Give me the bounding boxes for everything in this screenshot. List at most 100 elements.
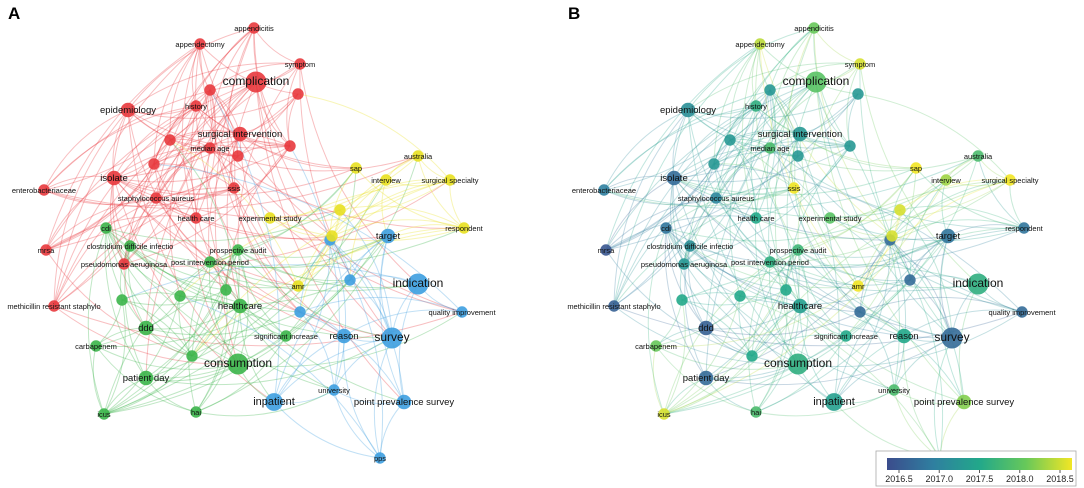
node-reason[interactable] [336, 328, 352, 344]
node-unlabeled[interactable] [852, 88, 864, 100]
node-ssis[interactable] [228, 182, 240, 194]
node-unlabeled[interactable] [174, 290, 186, 302]
node-healthcare[interactable] [232, 298, 248, 314]
node-icus[interactable] [658, 408, 670, 420]
node-methicillin-resistant-staphylo[interactable] [608, 300, 620, 312]
node-unlabeled[interactable] [676, 294, 688, 306]
node-isolate[interactable] [666, 170, 682, 186]
node-staphylococcus-aureus[interactable] [150, 192, 162, 204]
node-pseudomonas-aeruginosa[interactable] [678, 258, 690, 270]
node-patient-day[interactable] [138, 370, 154, 386]
node-point-prevalence-survey[interactable] [396, 394, 412, 410]
node-surgical-intervention[interactable] [792, 126, 808, 142]
node-isolate[interactable] [106, 170, 122, 186]
node-unlabeled[interactable] [764, 84, 776, 96]
node-point-prevalence-survey[interactable] [956, 394, 972, 410]
node-appendectomy[interactable] [754, 38, 766, 50]
node-unlabeled[interactable] [334, 204, 346, 216]
node-appendicitis[interactable] [248, 22, 260, 34]
node-post-intervention-period[interactable] [204, 256, 216, 268]
node-ssis[interactable] [788, 182, 800, 194]
node-unlabeled[interactable] [780, 284, 792, 296]
node-unlabeled[interactable] [844, 140, 856, 152]
node-amr[interactable] [292, 280, 304, 292]
node-quality-improvement[interactable] [1016, 306, 1028, 318]
node-university[interactable] [888, 384, 900, 396]
node-indication[interactable] [967, 273, 989, 295]
node-icus[interactable] [98, 408, 110, 420]
node-indication[interactable] [407, 273, 429, 295]
node-unlabeled[interactable] [344, 274, 356, 286]
node-methicillin-resistant-staphylo[interactable] [48, 300, 60, 312]
node-history[interactable] [190, 100, 202, 112]
node-unlabeled[interactable] [746, 350, 758, 362]
node-unlabeled[interactable] [164, 134, 176, 146]
node-inpatient[interactable] [265, 393, 283, 411]
node-healthcare[interactable] [792, 298, 808, 314]
node-experimental-study[interactable] [264, 212, 276, 224]
node-pseudomonas-aeruginosa[interactable] [118, 258, 130, 270]
node-unlabeled[interactable] [204, 84, 216, 96]
node-target[interactable] [380, 228, 396, 244]
node-respondent[interactable] [1018, 222, 1030, 234]
node-reason[interactable] [896, 328, 912, 344]
node-symptom[interactable] [854, 58, 866, 70]
node-sap[interactable] [910, 162, 922, 174]
node-health-care[interactable] [190, 212, 202, 224]
node-prospective-audit[interactable] [232, 244, 244, 256]
node-interview[interactable] [940, 174, 952, 186]
node-significant-increase[interactable] [280, 330, 292, 342]
node-ddd[interactable] [138, 320, 154, 336]
node-survey[interactable] [941, 327, 963, 349]
node-hai[interactable] [750, 406, 762, 418]
node-hai[interactable] [190, 406, 202, 418]
node-surgical-intervention[interactable] [232, 126, 248, 142]
node-unlabeled[interactable] [116, 294, 128, 306]
node-patient-day[interactable] [698, 370, 714, 386]
node-unlabeled[interactable] [148, 158, 160, 170]
node-amr[interactable] [852, 280, 864, 292]
node-significant-increase[interactable] [840, 330, 852, 342]
node-respondent[interactable] [458, 222, 470, 234]
node-mrsa[interactable] [40, 244, 52, 256]
node-enterobacteriaceae[interactable] [598, 184, 610, 196]
node-unlabeled[interactable] [708, 158, 720, 170]
node-unlabeled[interactable] [284, 140, 296, 152]
node-unlabeled[interactable] [792, 150, 804, 162]
node-unlabeled[interactable] [734, 290, 746, 302]
node-complication[interactable] [245, 71, 267, 93]
node-history[interactable] [750, 100, 762, 112]
node-median-age[interactable] [204, 142, 216, 154]
node-cdi[interactable] [100, 222, 112, 234]
node-health-care[interactable] [750, 212, 762, 224]
node-appendicitis[interactable] [808, 22, 820, 34]
node-carbapenem[interactable] [650, 340, 662, 352]
node-unlabeled[interactable] [724, 134, 736, 146]
node-university[interactable] [328, 384, 340, 396]
node-inpatient[interactable] [825, 393, 843, 411]
node-carbapenem[interactable] [90, 340, 102, 352]
node-unlabeled[interactable] [894, 204, 906, 216]
node-clostridium-difficile-infectio[interactable] [124, 240, 136, 252]
node-enterobacteriaceae[interactable] [38, 184, 50, 196]
node-consumption[interactable] [227, 353, 249, 375]
node-surgical-specialty[interactable] [444, 174, 456, 186]
node-mrsa[interactable] [600, 244, 612, 256]
node-quality-improvement[interactable] [456, 306, 468, 318]
node-epidemiology[interactable] [680, 102, 696, 118]
node-australia[interactable] [412, 150, 424, 162]
node-interview[interactable] [380, 174, 392, 186]
node-staphylococcus-aureus[interactable] [710, 192, 722, 204]
node-pps[interactable] [374, 452, 386, 464]
node-unlabeled[interactable] [886, 230, 898, 242]
node-unlabeled[interactable] [220, 284, 232, 296]
node-unlabeled[interactable] [186, 350, 198, 362]
node-clostridium-difficile-infectio[interactable] [684, 240, 696, 252]
node-unlabeled[interactable] [854, 306, 866, 318]
node-complication[interactable] [805, 71, 827, 93]
node-cdi[interactable] [660, 222, 672, 234]
node-surgical-specialty[interactable] [1004, 174, 1016, 186]
node-median-age[interactable] [764, 142, 776, 154]
node-symptom[interactable] [294, 58, 306, 70]
node-australia[interactable] [972, 150, 984, 162]
